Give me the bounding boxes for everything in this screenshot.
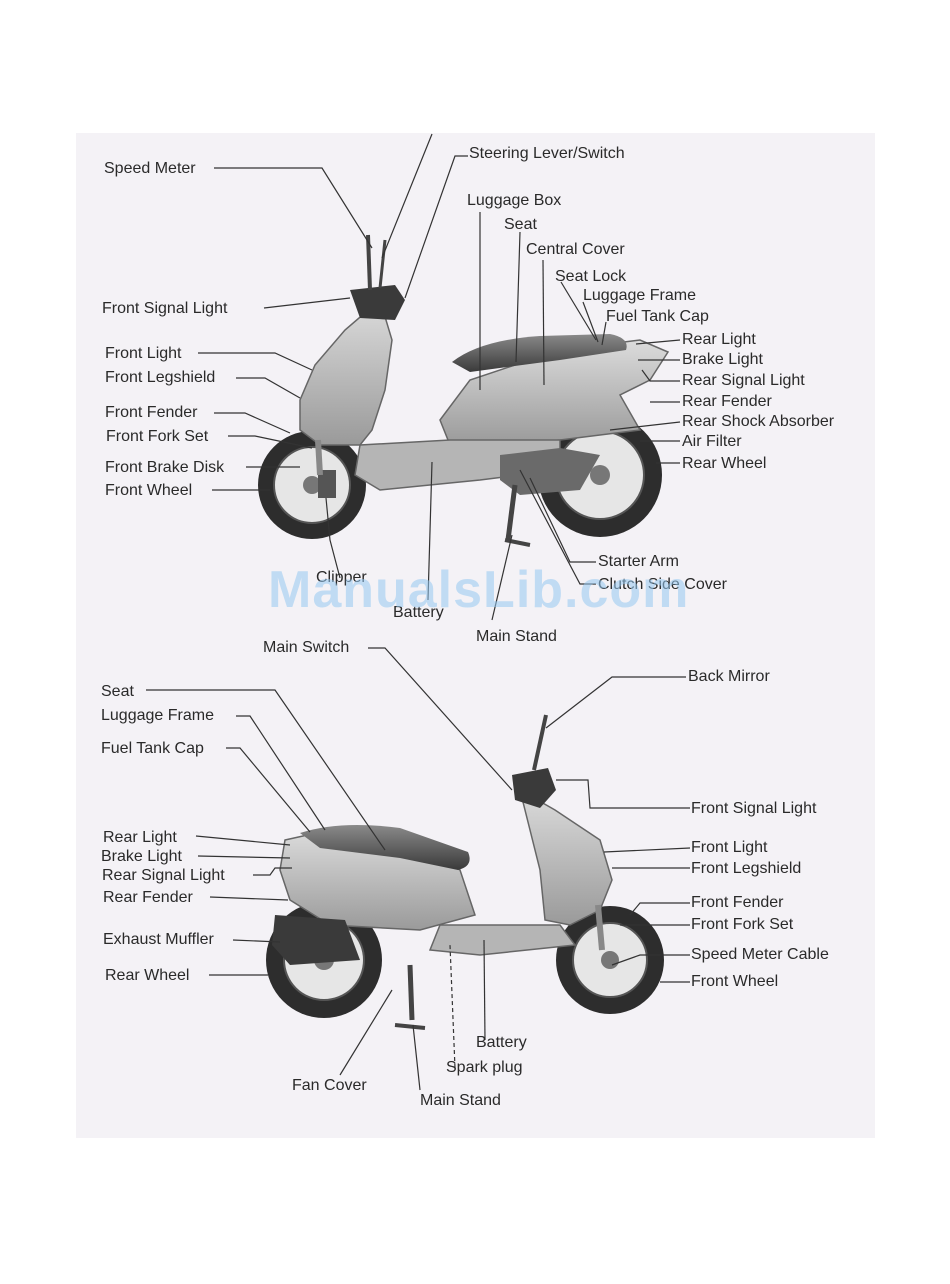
label-fuel-tank-cap-b: Fuel Tank Cap: [101, 740, 204, 757]
muffler-bottom: [272, 915, 360, 965]
watermark-text: ManualsLib.com: [268, 561, 690, 619]
label-battery-b: Battery: [476, 1034, 527, 1051]
label-front-signal-light: Front Signal Light: [102, 300, 228, 317]
label-rear-fender: Rear Fender: [682, 393, 772, 410]
label-brake-light-b: Brake Light: [101, 848, 182, 865]
label-fan-cover: Fan Cover: [292, 1077, 367, 1094]
label-front-brake-disk: Front Brake Disk: [105, 459, 225, 476]
label-back-mirror: Back Mirror: [688, 668, 770, 685]
scooter-side-view-right: [266, 714, 664, 1030]
seat-bottom: [300, 824, 470, 870]
label-exhaust-muffler: Exhaust Muffler: [103, 931, 214, 948]
label-seat-b: Seat: [101, 683, 134, 700]
label-front-fender-b: Front Fender: [691, 894, 784, 911]
leader-lines-top: [198, 133, 681, 621]
label-battery: Battery: [393, 604, 444, 621]
label-clipper: Clipper: [316, 569, 367, 586]
front-cowl-bottom: [512, 768, 556, 808]
label-speed-meter-cable: Speed Meter Cable: [691, 946, 829, 963]
front-wheel-bottom: [556, 906, 664, 1014]
label-rear-wheel-b: Rear Wheel: [105, 967, 190, 984]
label-front-fork-set-b: Front Fork Set: [691, 916, 794, 933]
label-front-light-b: Front Light: [691, 839, 768, 856]
engine-top: [500, 448, 600, 495]
front-cowl-top: [350, 285, 405, 320]
label-luggage-box: Luggage Box: [467, 192, 562, 209]
label-rear-wheel: Rear Wheel: [682, 455, 767, 472]
label-spark-plug: Spark plug: [446, 1059, 523, 1076]
label-speed-meter: Speed Meter: [104, 160, 196, 177]
label-rear-light: Rear Light: [682, 331, 756, 348]
floorboard-bottom: [428, 924, 577, 956]
label-front-wheel: Front Wheel: [105, 482, 193, 499]
front-wheel-top: [258, 431, 366, 539]
label-rear-fender-b: Rear Fender: [103, 889, 193, 906]
label-brake-light: Brake Light: [682, 351, 763, 368]
label-main-stand: Main Stand: [476, 628, 557, 645]
label-rear-signal-light: Rear Signal Light: [682, 372, 805, 389]
seat-top: [452, 334, 627, 372]
label-steering-lever: Steering Lever/Switch: [469, 145, 625, 162]
label-front-light: Front Light: [105, 345, 182, 362]
label-luggage-frame-b: Luggage Frame: [101, 707, 214, 724]
diagram-panel: [76, 133, 875, 1138]
label-air-filter: Air Filter: [682, 433, 742, 450]
label-fuel-tank-cap: Fuel Tank Cap: [606, 308, 709, 325]
label-front-fork-set: Front Fork Set: [106, 428, 209, 445]
label-main-stand-b: Main Stand: [420, 1092, 501, 1109]
label-main-switch: Main Switch: [263, 639, 350, 656]
label-central-cover: Central Cover: [526, 241, 625, 258]
label-rear-signal-light-b: Rear Signal Light: [102, 867, 225, 884]
legshield-bottom: [518, 788, 613, 926]
label-front-legshield-b: Front Legshield: [691, 860, 802, 877]
label-rear-light-b: Rear Light: [103, 829, 177, 846]
label-front-signal-light-b: Front Signal Light: [691, 800, 817, 817]
scooter-side-view-left: [258, 234, 670, 547]
label-front-wheel-b: Front Wheel: [691, 973, 779, 990]
leader-lines-bottom: [146, 647, 691, 1091]
label-starter-arm: Starter Arm: [598, 553, 679, 570]
label-front-fender: Front Fender: [105, 404, 198, 421]
label-luggage-frame: Luggage Frame: [583, 287, 696, 304]
label-rear-shock-absorber: Rear Shock Absorber: [682, 413, 835, 430]
label-front-legshield: Front Legshield: [105, 369, 216, 386]
legshield-top: [299, 298, 393, 446]
label-seat-lock: Seat Lock: [555, 268, 627, 285]
label-seat: Seat: [504, 216, 537, 233]
label-clutch-cover: Clutch Side Cover: [598, 576, 727, 593]
